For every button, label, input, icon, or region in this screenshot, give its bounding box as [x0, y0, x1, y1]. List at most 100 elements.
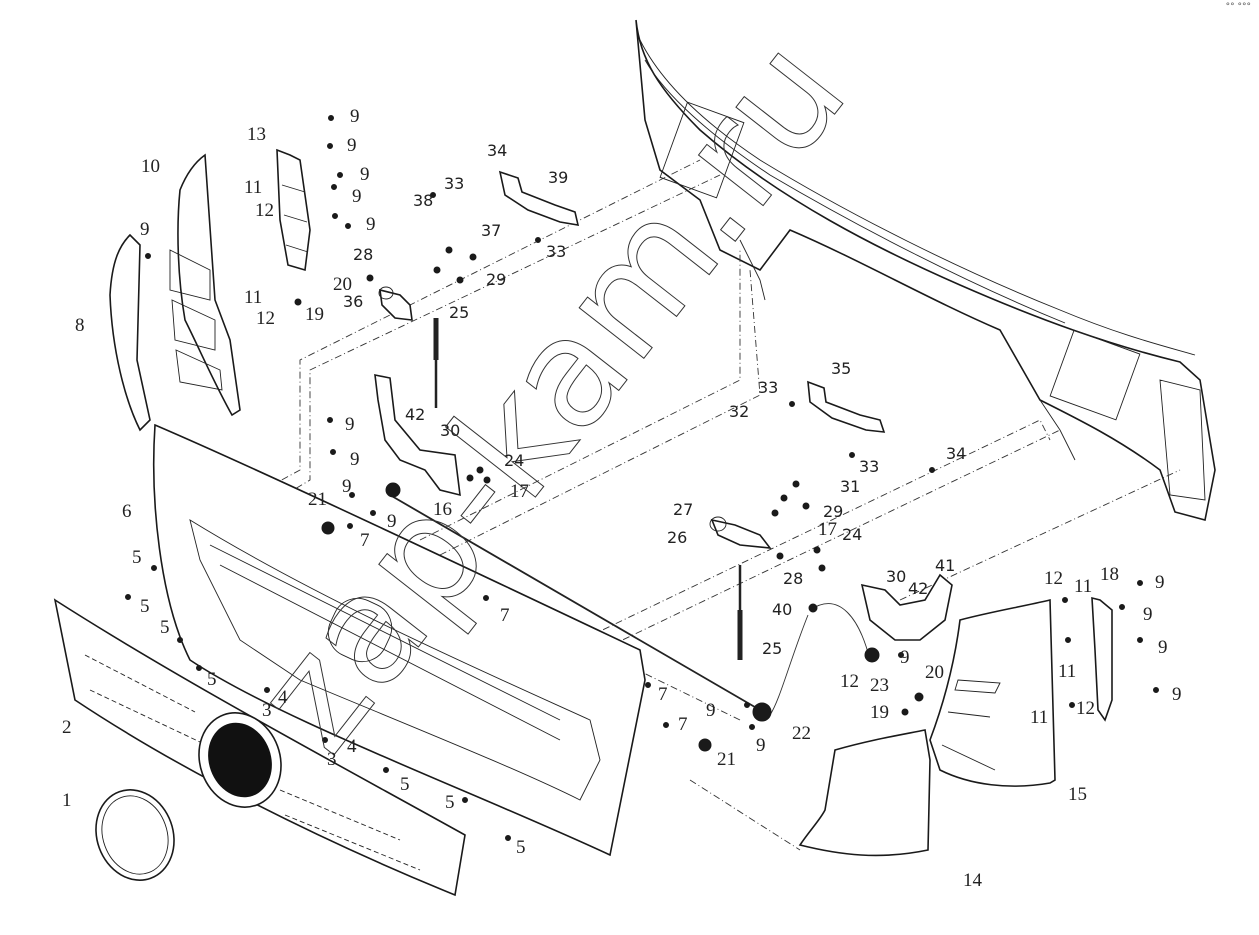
- callout-8: 8: [75, 315, 85, 336]
- callout-20: 20: [925, 662, 944, 683]
- callout-9: 9: [360, 164, 370, 185]
- callout-4: 4: [347, 736, 357, 757]
- callout-32: 32: [729, 402, 749, 421]
- callout-4: 4: [278, 687, 288, 708]
- callout-29: 29: [823, 502, 843, 521]
- callout-22: 22: [792, 723, 811, 744]
- callout-1: 1: [62, 790, 72, 811]
- callout-9: 9: [1155, 572, 1165, 593]
- callout-9: 9: [900, 647, 910, 668]
- callout-25: 25: [449, 303, 469, 322]
- right-hinge-bracket: [860, 573, 953, 641]
- left-hinge: [378, 286, 413, 321]
- callout-11: 11: [244, 287, 262, 308]
- callout-9: 9: [1172, 684, 1182, 705]
- lock-assembly: [385, 482, 880, 722]
- grille-slots: [84, 654, 421, 871]
- callout-29: 29: [486, 270, 506, 289]
- callout-3: 3: [327, 749, 337, 770]
- callout-7: 7: [500, 605, 510, 626]
- callout-9: 9: [347, 135, 357, 156]
- right-bracket: [1091, 596, 1113, 722]
- callout-18: 18: [1100, 564, 1119, 585]
- callout-5: 5: [160, 617, 170, 638]
- callout-41: 41: [935, 556, 955, 575]
- callout-9: 9: [1158, 637, 1168, 658]
- fastener-dots: [125, 115, 1159, 841]
- right-deflector-trim: [798, 729, 931, 857]
- callout-labels: 1233445555555677778999999999999999991011…: [62, 106, 1182, 891]
- callout-24: 24: [842, 525, 862, 544]
- callout-12: 12: [1076, 698, 1095, 719]
- callout-34: 34: [487, 141, 507, 160]
- lock-cable: [389, 494, 871, 716]
- grille-emblem-recess: [208, 722, 272, 798]
- left-side-deflector: [169, 153, 241, 417]
- callout-9: 9: [350, 449, 360, 470]
- right-hinge: [709, 516, 772, 549]
- front-panel: [153, 423, 646, 857]
- callout-28: 28: [353, 245, 373, 264]
- callout-24: 24: [504, 451, 524, 470]
- callout-7: 7: [678, 714, 688, 735]
- callout-42: 42: [405, 405, 425, 424]
- callout-27: 27: [673, 500, 693, 519]
- callout-33: 33: [546, 242, 566, 261]
- callout-9: 9: [706, 700, 716, 721]
- callout-5: 5: [140, 596, 150, 617]
- callout-9: 9: [345, 414, 355, 435]
- callout-5: 5: [132, 547, 142, 568]
- callout-13: 13: [247, 124, 266, 145]
- callout-25: 25: [762, 639, 782, 658]
- emblem-ring: [95, 789, 175, 881]
- callout-17: 17: [510, 481, 529, 502]
- callout-6: 6: [122, 501, 132, 522]
- callout-40: 40: [772, 600, 792, 619]
- callout-30: 30: [440, 421, 460, 440]
- right-step-handle: [807, 380, 886, 433]
- callout-7: 7: [658, 684, 668, 705]
- callout-9: 9: [1143, 604, 1153, 625]
- callout-12: 12: [255, 200, 274, 221]
- callout-36: 36: [343, 292, 363, 311]
- cab-front-frame: [635, 19, 1216, 521]
- callout-9: 9: [350, 106, 360, 127]
- callout-23: 23: [870, 675, 889, 696]
- callout-2: 2: [62, 717, 72, 738]
- callout-14: 14: [963, 870, 983, 891]
- right-side-deflector: [929, 598, 1056, 787]
- callout-42: 42: [908, 579, 928, 598]
- callout-19: 19: [870, 702, 889, 723]
- callout-16: 16: [433, 499, 452, 520]
- callout-3: 3: [262, 700, 272, 721]
- left-step-handle: [498, 170, 580, 226]
- callout-31: 31: [840, 477, 860, 496]
- callout-7: 7: [360, 530, 370, 551]
- callout-20: 20: [333, 274, 352, 295]
- callout-9: 9: [140, 219, 150, 240]
- callout-5: 5: [445, 792, 455, 813]
- callout-11: 11: [1030, 707, 1048, 728]
- callout-33: 33: [444, 174, 464, 193]
- left-hinge-bracket: [374, 373, 461, 497]
- left-deflector-trim: [109, 233, 151, 432]
- callout-26: 26: [667, 528, 687, 547]
- callout-9: 9: [387, 511, 397, 532]
- callout-5: 5: [516, 837, 526, 858]
- callout-37: 37: [481, 221, 501, 240]
- callout-21: 21: [308, 489, 327, 510]
- callout-9: 9: [756, 735, 766, 756]
- callout-21: 21: [717, 749, 736, 770]
- callout-33: 33: [758, 378, 778, 397]
- callout-35: 35: [831, 359, 851, 378]
- callout-17: 17: [818, 519, 837, 540]
- callout-38: 38: [413, 191, 433, 210]
- callout-12: 12: [1044, 568, 1063, 589]
- bumper-stops: [321, 521, 712, 752]
- callout-28: 28: [783, 569, 803, 588]
- callout-33: 33: [859, 457, 879, 476]
- callout-9: 9: [342, 476, 352, 497]
- callout-12: 12: [840, 671, 859, 692]
